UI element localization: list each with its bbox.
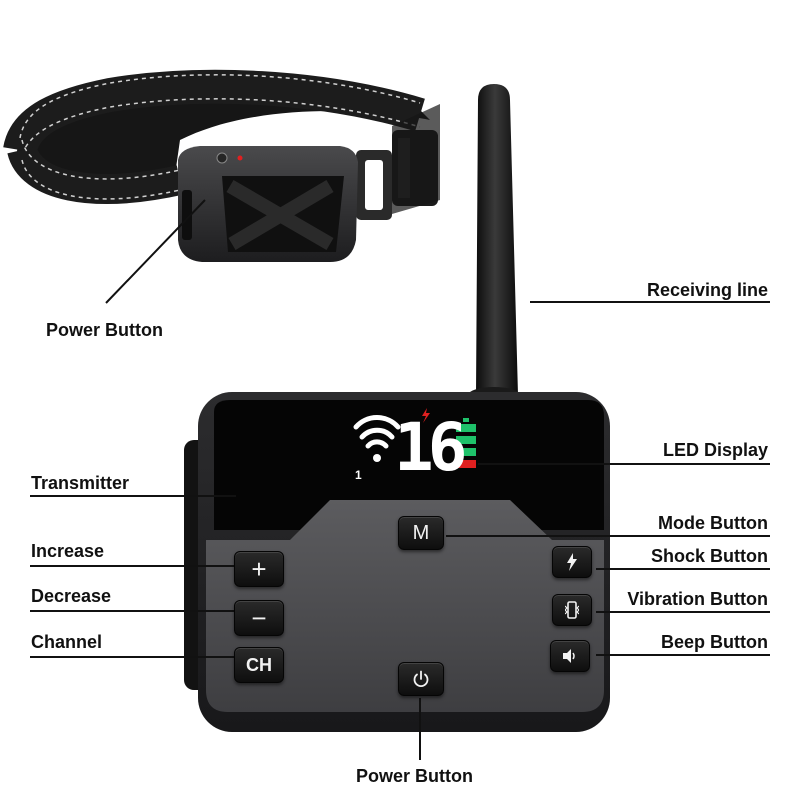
vibration-button-label: Vibration Button — [627, 589, 768, 609]
transmitter-body — [184, 392, 610, 732]
beep-button-label: Beep Button — [661, 632, 768, 652]
speaker-icon — [563, 649, 575, 663]
lightning-icon — [567, 553, 577, 571]
mode-button-label: Mode Button — [658, 513, 768, 533]
increase-label: Increase — [31, 541, 105, 561]
display-value: 16 — [394, 409, 467, 486]
power-icon — [413, 670, 429, 688]
receiving-line-label: Receiving line — [646, 280, 768, 300]
decrease-label: Decrease — [31, 586, 112, 606]
power-button-label: Power Button — [356, 766, 473, 786]
shock-button[interactable] — [552, 546, 592, 578]
collar-power-label: Power Button — [46, 320, 163, 340]
shock-indicator-icon — [422, 408, 430, 423]
shock-button-label: Shock Button — [651, 546, 768, 566]
collar-strap — [3, 69, 440, 220]
leader-lines — [30, 199, 770, 760]
vibration-icon — [565, 601, 579, 619]
led-display-label: LED Display — [662, 440, 768, 460]
vibration-button[interactable] — [552, 594, 592, 626]
battery-segment — [456, 424, 476, 432]
channel-button[interactable]: CH — [234, 647, 284, 683]
battery-segment — [456, 460, 476, 468]
increase-button[interactable]: + — [234, 551, 284, 587]
mode-button[interactable]: M — [398, 516, 444, 550]
battery-segment — [456, 436, 476, 444]
beep-button[interactable] — [550, 640, 590, 672]
led-display — [353, 408, 476, 468]
transmitter-label: Transmitter — [31, 473, 130, 493]
power-button[interactable] — [398, 662, 444, 696]
battery-indicator — [456, 424, 476, 468]
channel-number: 1 — [355, 468, 362, 482]
antenna — [468, 84, 520, 403]
collar-receiver — [178, 146, 358, 262]
channel-label: Channel — [31, 632, 103, 652]
wifi-signal-icon — [353, 415, 401, 462]
decrease-button[interactable]: − — [234, 600, 284, 636]
battery-segment — [456, 448, 476, 456]
